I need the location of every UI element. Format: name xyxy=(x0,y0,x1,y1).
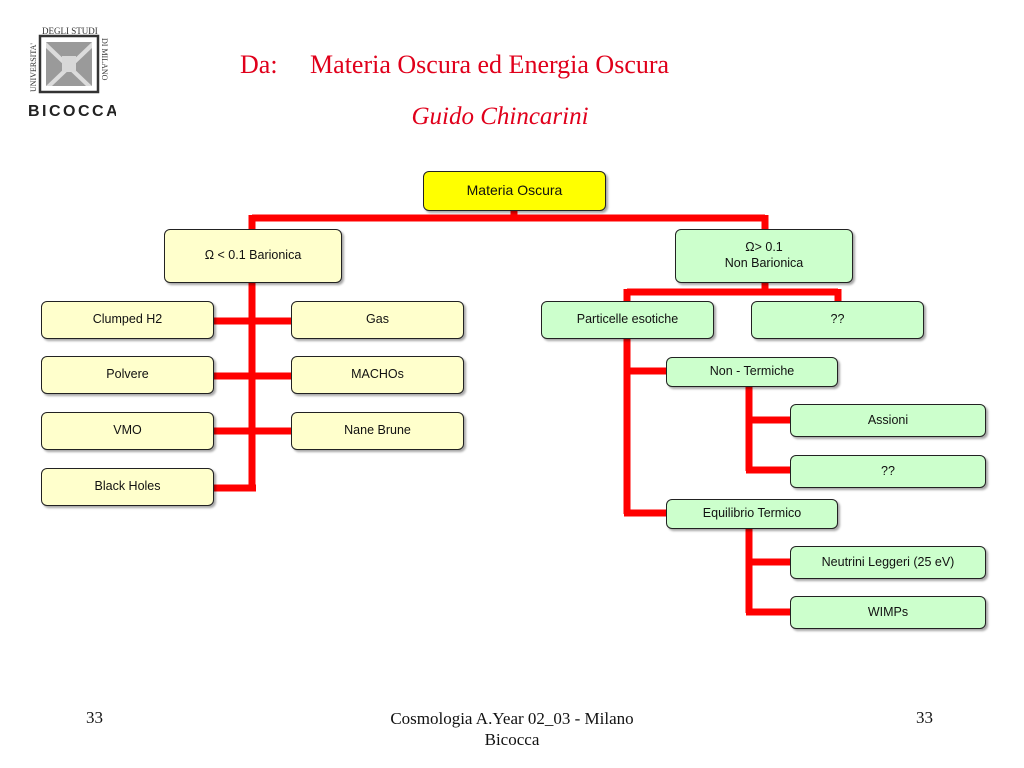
connector-root xyxy=(248,210,769,232)
node-barionica: Ω < 0.1 Barionica xyxy=(164,229,342,283)
footer-page-number-right: 33 xyxy=(916,708,933,727)
node-unknown-1: ?? xyxy=(751,301,924,339)
university-logo: UNIVERSITA' DEGLI STUDI DI MILANO BICOCC… xyxy=(28,26,116,120)
node-non-termiche: Non - Termiche xyxy=(666,357,838,387)
node-assioni: Assioni xyxy=(790,404,986,437)
footer-page-number-left: 33 xyxy=(86,708,103,727)
node-wimps: WIMPs xyxy=(790,596,986,629)
node-non-barionica-line2: Non Barionica xyxy=(724,256,804,270)
slide-subtitle: Guido Chincarini xyxy=(411,103,589,130)
logo-text-degli-studi: DEGLI STUDI xyxy=(42,26,98,36)
node-black-holes: Black Holes xyxy=(41,468,214,506)
logo-text-bicocca: BICOCCA xyxy=(28,103,116,120)
footer-course-line2: Bicocca xyxy=(484,730,540,750)
node-polvere: Polvere xyxy=(41,356,214,394)
node-nane-brune: Nane Brune xyxy=(291,412,464,450)
logo-text-di-milano: DI MILANO xyxy=(100,38,109,81)
footer-course-line1: Cosmologia A.Year 02_03 - Milano xyxy=(390,709,634,728)
connector-non-barionica xyxy=(623,283,842,304)
node-equilibrio-termico: Equilibrio Termico xyxy=(666,499,838,529)
logo-text-universita: UNIVERSITA' xyxy=(29,43,38,92)
node-gas: Gas xyxy=(291,301,464,339)
node-materia-oscura: Materia Oscura xyxy=(423,171,606,211)
footer-course-title: Cosmologia A.Year 02_03 - Milano Bicocca xyxy=(352,708,672,751)
node-non-barionica: Ω> 0.1 Non Barionica xyxy=(675,229,853,283)
slide-title: Da: Materia Oscura ed Energia Oscura xyxy=(240,50,670,79)
node-vmo: VMO xyxy=(41,412,214,450)
node-clumped-h2: Clumped H2 xyxy=(41,301,214,339)
node-machos: MACHOs xyxy=(291,356,464,394)
node-non-barionica-line1: Ω> 0.1 xyxy=(745,240,783,255)
node-unknown-2: ?? xyxy=(790,455,986,488)
node-neutrini-leggeri: Neutrini Leggeri (25 eV) xyxy=(790,546,986,579)
node-particelle-esotiche: Particelle esotiche xyxy=(541,301,714,339)
